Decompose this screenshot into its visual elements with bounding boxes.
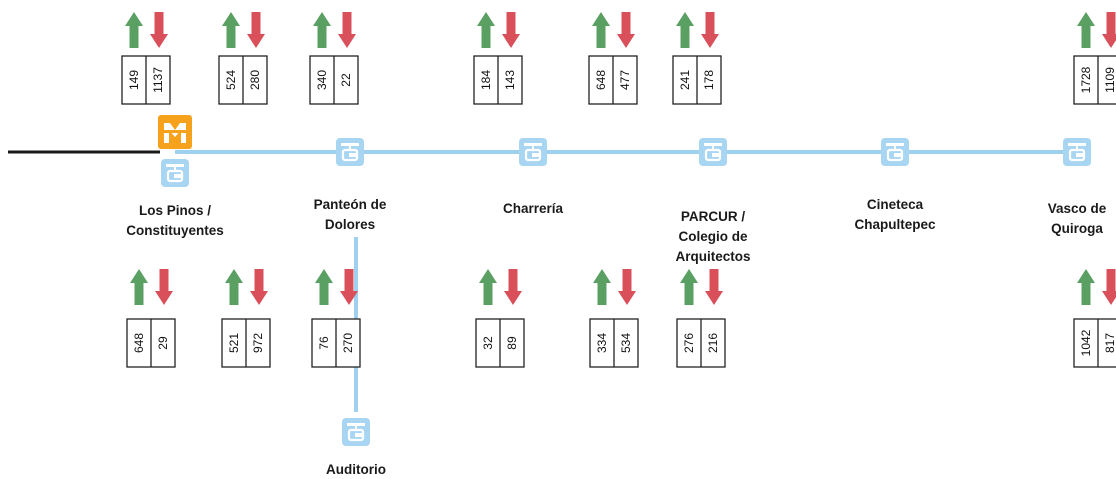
up-arrow-icon — [676, 12, 694, 48]
boarding-count: 76 — [317, 336, 331, 350]
alighting-count: 216 — [706, 333, 720, 353]
count-group: 524 280 — [218, 12, 268, 105]
alighting-count: 143 — [503, 70, 517, 90]
boarding-count: 241 — [678, 70, 692, 90]
up-arrow-icon — [315, 269, 333, 305]
count-group: 1728 1109 — [1073, 12, 1116, 105]
metro-icon — [158, 115, 192, 149]
station-icon — [1063, 138, 1091, 166]
up-arrow-icon — [125, 12, 143, 48]
alighting-count: 1109 — [1103, 67, 1116, 93]
alighting-count: 22 — [339, 73, 353, 87]
up-arrow-icon — [130, 269, 148, 305]
up-arrow-icon — [477, 12, 495, 48]
boarding-count: 276 — [682, 333, 696, 353]
down-arrow-icon — [701, 12, 719, 48]
up-arrow-icon — [680, 269, 698, 305]
alighting-count: 817 — [1103, 333, 1116, 353]
down-arrow-icon — [1102, 269, 1116, 305]
count-group: 334 534 — [589, 269, 639, 368]
count-group: 521 972 — [221, 269, 271, 368]
up-arrow-icon — [1077, 12, 1095, 48]
count-group: 149 1137 — [121, 12, 171, 105]
alighting-count: 89 — [505, 336, 519, 350]
down-arrow-icon — [1102, 12, 1116, 48]
station-icon — [519, 138, 547, 166]
down-arrow-icon — [247, 12, 265, 48]
up-arrow-icon — [479, 269, 497, 305]
up-arrow-icon — [313, 12, 331, 48]
alighting-count: 1137 — [151, 67, 165, 93]
down-arrow-icon — [340, 269, 358, 305]
alighting-count: 178 — [702, 70, 716, 90]
station-icon — [881, 138, 909, 166]
count-group: 340 22 — [309, 12, 359, 105]
up-arrow-icon — [593, 269, 611, 305]
station-label: Los Pinos /Constituyentes — [126, 203, 224, 238]
boarding-count: 524 — [224, 70, 238, 90]
alighting-count: 534 — [619, 333, 633, 353]
boarding-count: 1728 — [1079, 66, 1093, 93]
down-arrow-icon — [504, 269, 522, 305]
alighting-count: 29 — [156, 336, 170, 350]
down-arrow-icon — [155, 269, 173, 305]
down-arrow-icon — [502, 12, 520, 48]
boarding-count: 184 — [479, 70, 493, 90]
down-arrow-icon — [618, 269, 636, 305]
up-arrow-icon — [222, 12, 240, 48]
alighting-count: 280 — [248, 70, 262, 90]
alighting-count: 477 — [618, 70, 632, 90]
count-group: 32 89 — [475, 269, 525, 368]
count-group: 648 29 — [126, 269, 176, 368]
count-group: 276 216 — [676, 269, 726, 368]
station-label: Auditorio — [326, 462, 386, 477]
alighting-count: 972 — [251, 333, 265, 353]
boarding-count: 149 — [127, 70, 141, 90]
count-group: 648 477 — [588, 12, 638, 105]
station-label: Charrería — [503, 201, 564, 216]
up-arrow-icon — [592, 12, 610, 48]
down-arrow-icon — [705, 269, 723, 305]
boarding-count: 32 — [481, 336, 495, 350]
up-arrow-icon — [1077, 269, 1095, 305]
boarding-count: 334 — [595, 333, 609, 353]
boarding-count: 648 — [132, 333, 146, 353]
boarding-count: 1042 — [1079, 329, 1093, 356]
count-group: 241 178 — [672, 12, 722, 105]
count-group: 1042 817 — [1073, 269, 1116, 368]
station-icon — [699, 138, 727, 166]
boarding-count: 340 — [315, 70, 329, 90]
boarding-count: 521 — [227, 333, 241, 353]
down-arrow-icon — [338, 12, 356, 48]
station-icon — [161, 159, 189, 187]
alighting-count: 270 — [341, 333, 355, 353]
down-arrow-icon — [617, 12, 635, 48]
down-arrow-icon — [150, 12, 168, 48]
station-icon — [342, 418, 370, 446]
count-group: 76 270 — [311, 269, 361, 368]
count-group: 184 143 — [473, 12, 523, 105]
boarding-count: 648 — [594, 70, 608, 90]
up-arrow-icon — [225, 269, 243, 305]
station-icon — [336, 138, 364, 166]
down-arrow-icon — [250, 269, 268, 305]
